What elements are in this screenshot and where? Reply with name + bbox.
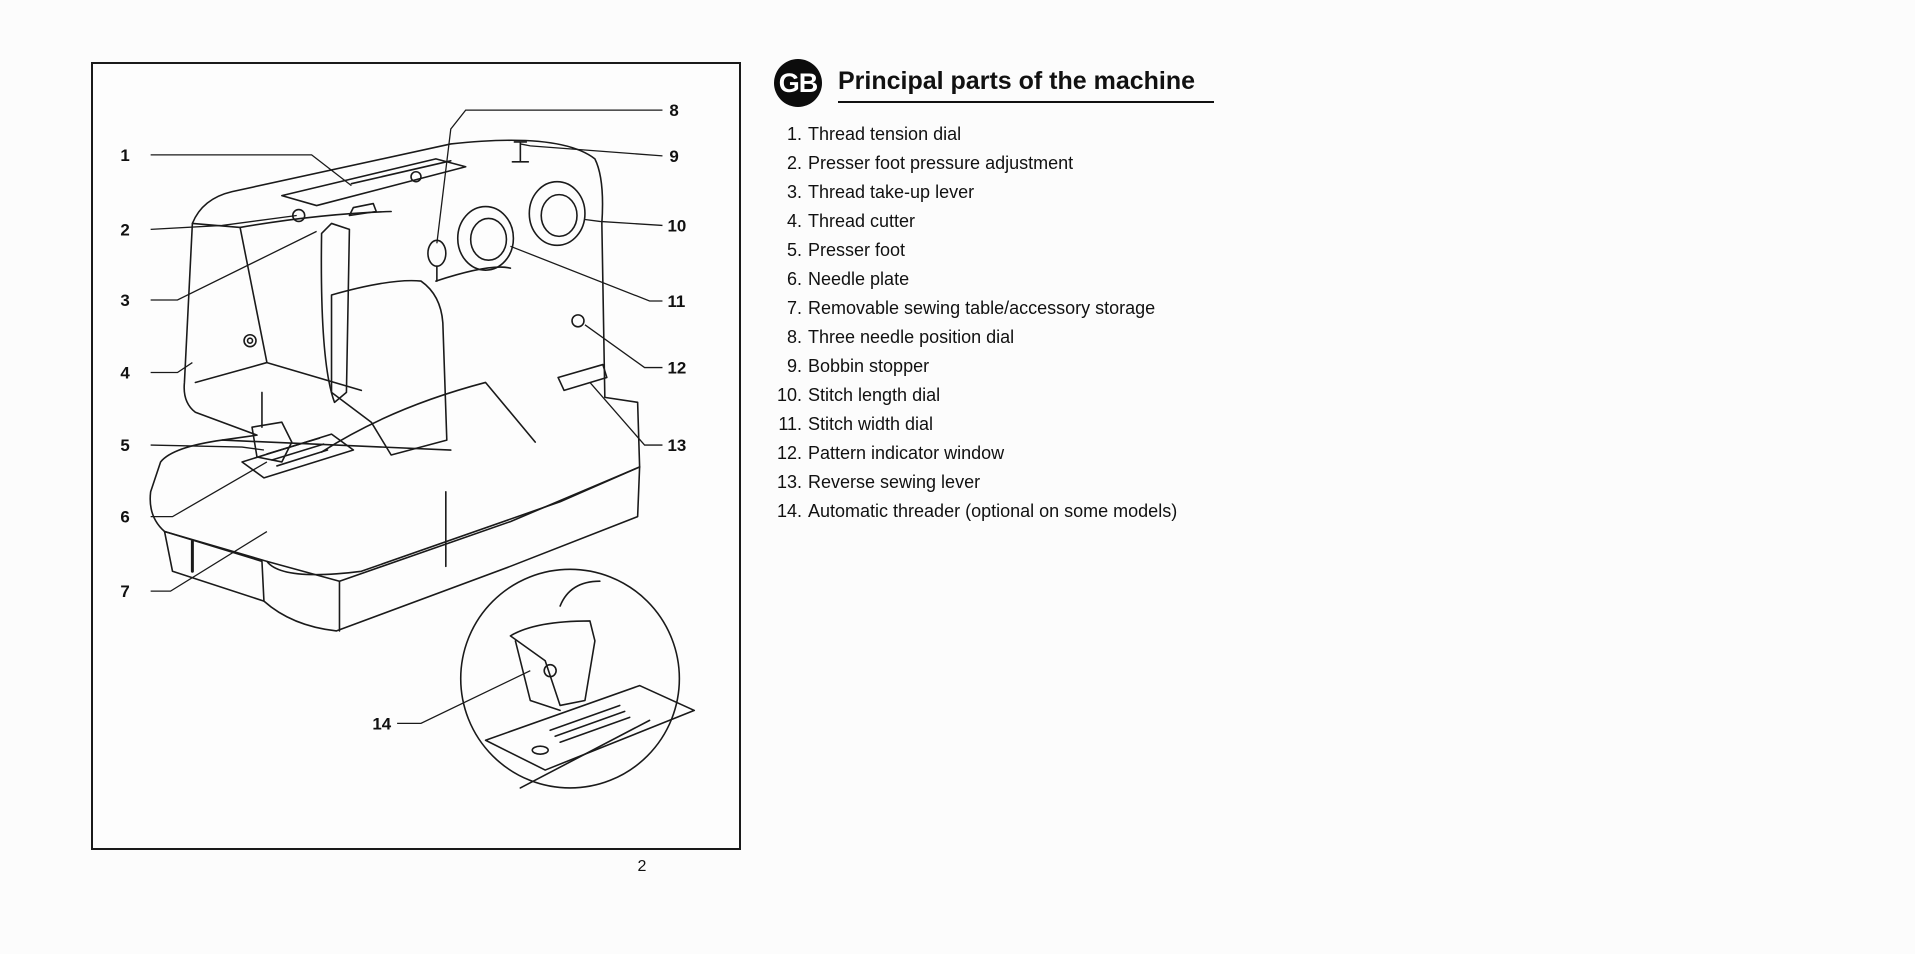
list-item: 14. Automatic threader (optional on some … bbox=[774, 497, 1334, 526]
callout-9: 9 bbox=[669, 147, 678, 166]
item-number: 5. bbox=[786, 240, 802, 260]
list-item: 5. Presser foot bbox=[774, 236, 1334, 265]
item-label: Presser foot bbox=[808, 240, 906, 260]
item-number: 4. bbox=[786, 211, 802, 231]
list-item: 2. Presser foot pressure adjustment bbox=[774, 149, 1334, 178]
item-label: Stitch length dial bbox=[808, 385, 941, 405]
item-number: 7. bbox=[786, 298, 802, 318]
list-item: 12. Pattern indicator window bbox=[774, 439, 1334, 468]
item-label: Thread cutter bbox=[808, 211, 916, 231]
item-number: 14. bbox=[776, 501, 802, 521]
machine-head-outline bbox=[149, 139, 641, 576]
callout-10: 10 bbox=[667, 216, 686, 235]
list-item: 8. Three needle position dial bbox=[774, 323, 1334, 352]
item-label: Reverse sewing lever bbox=[808, 472, 981, 492]
list-item: 7. Removable sewing table/accessory stora… bbox=[774, 294, 1334, 323]
section-title: Principal parts of the machine bbox=[838, 67, 1214, 103]
list-item: 10. Stitch length dial bbox=[774, 381, 1334, 410]
machine-arm-inner bbox=[330, 279, 448, 456]
page-number: 2 bbox=[637, 858, 647, 875]
item-label: Pattern indicator window bbox=[808, 443, 1005, 463]
item-number: 1. bbox=[786, 124, 802, 144]
callout-3: 3 bbox=[120, 291, 129, 310]
callout-8: 8 bbox=[669, 101, 678, 120]
item-label: Needle plate bbox=[808, 269, 910, 289]
item-label: Three needle position dial bbox=[808, 327, 1015, 347]
list-item: 9. Bobbin stopper bbox=[774, 352, 1334, 381]
item-number: 3. bbox=[786, 182, 802, 202]
item-number: 6. bbox=[786, 269, 802, 289]
callout-4: 4 bbox=[120, 363, 130, 382]
list-item: 6. Needle plate bbox=[774, 265, 1334, 294]
callout-7: 7 bbox=[120, 582, 129, 601]
item-number: 13. bbox=[776, 472, 802, 492]
callout-13: 13 bbox=[667, 436, 686, 455]
list-item: 11. Stitch width dial bbox=[774, 410, 1334, 439]
sewing-machine-illustration: 1 2 3 4 5 6 7 8 9 10 11 12 13 14 bbox=[120, 101, 696, 789]
item-number: 8. bbox=[786, 327, 802, 347]
list-item: 1. Thread tension dial bbox=[774, 120, 1334, 149]
item-number: 10. bbox=[776, 385, 802, 405]
callout-14: 14 bbox=[372, 714, 391, 733]
item-label: Automatic threader (optional on some mod… bbox=[808, 501, 1178, 521]
list-item: 3. Thread take-up lever bbox=[774, 178, 1334, 207]
inset-plate bbox=[484, 684, 696, 771]
item-label: Removable sewing table/accessory storage bbox=[808, 298, 1156, 318]
parts-list: 1. Thread tension dial 2. Presser foot pre… bbox=[774, 120, 1334, 526]
machine-figure: 1 2 3 4 5 6 7 8 9 10 11 12 13 14 bbox=[91, 62, 741, 850]
item-label: Thread take-up lever bbox=[808, 182, 975, 202]
callout-1: 1 bbox=[120, 146, 129, 165]
list-item: 13. Reverse sewing lever bbox=[774, 468, 1334, 497]
item-label: Bobbin stopper bbox=[808, 356, 930, 376]
callout-2: 2 bbox=[120, 220, 129, 239]
callout-5: 5 bbox=[120, 436, 129, 455]
list-item: 4. Thread cutter bbox=[774, 207, 1334, 236]
callout-11: 11 bbox=[667, 292, 685, 311]
item-number: 12. bbox=[776, 443, 802, 463]
item-number: 9. bbox=[786, 356, 802, 376]
callout-6: 6 bbox=[120, 508, 129, 527]
item-number: 2. bbox=[786, 153, 802, 173]
callout-12: 12 bbox=[667, 359, 686, 378]
item-label: Presser foot pressure adjustment bbox=[808, 153, 1074, 173]
item-label: Stitch width dial bbox=[808, 414, 934, 434]
item-label: Thread tension dial bbox=[808, 124, 962, 144]
section-header: GB Principal parts of the machine bbox=[774, 57, 1214, 107]
item-number: 11. bbox=[778, 414, 802, 434]
language-badge: GB bbox=[774, 59, 822, 107]
